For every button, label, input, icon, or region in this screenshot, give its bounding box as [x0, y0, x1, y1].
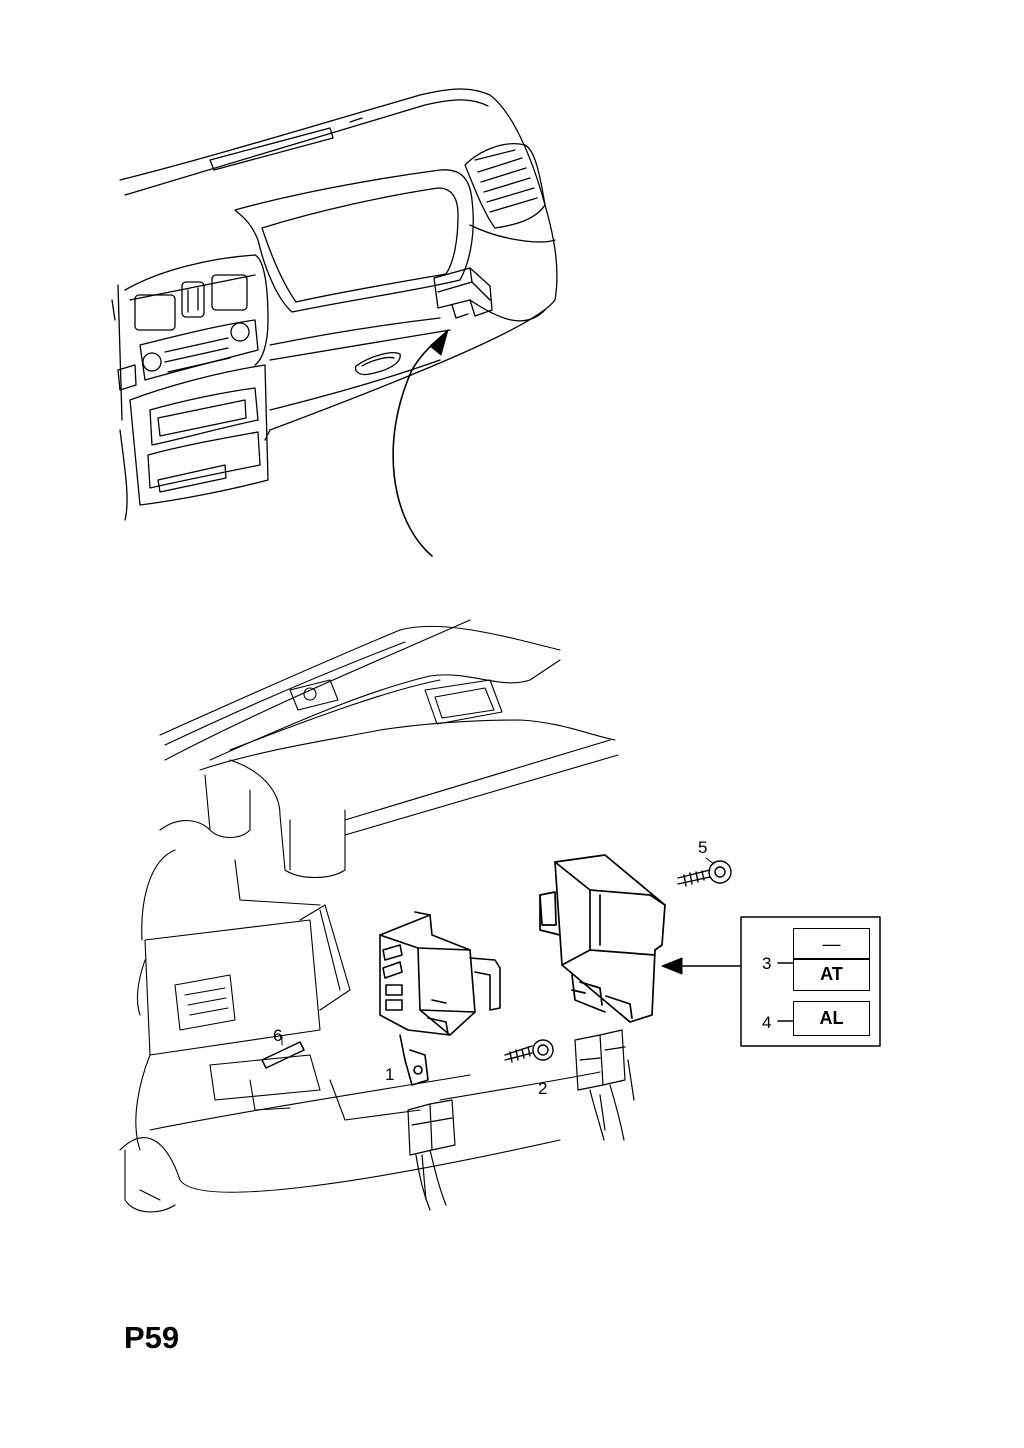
part-5-screw	[677, 860, 732, 887]
callout-2: 2	[538, 1079, 548, 1098]
callout-4: 4	[762, 1013, 772, 1032]
control-unit	[539, 854, 666, 1023]
callout-5: 5	[698, 838, 708, 857]
legend-option-4: AL	[793, 1001, 870, 1036]
part-2-screw	[504, 1039, 554, 1063]
leader-5	[705, 857, 715, 865]
legend-option-3-top: —	[793, 928, 870, 960]
page-code: P59	[124, 1320, 180, 1355]
callout-3: 3	[762, 954, 772, 973]
part-1-module	[379, 911, 501, 1086]
dashboard-overview	[111, 88, 558, 557]
callout-1: 1	[385, 1065, 395, 1084]
connector-lower-left	[407, 1099, 456, 1211]
connector-lower-right	[574, 1029, 635, 1141]
callout-6: 6	[273, 1026, 283, 1045]
legend-option-3-bottom: AT	[793, 958, 870, 991]
part-6-clip	[261, 1041, 305, 1069]
variant-legend-frame	[661, 916, 881, 1047]
under-dash-view	[119, 619, 881, 1213]
